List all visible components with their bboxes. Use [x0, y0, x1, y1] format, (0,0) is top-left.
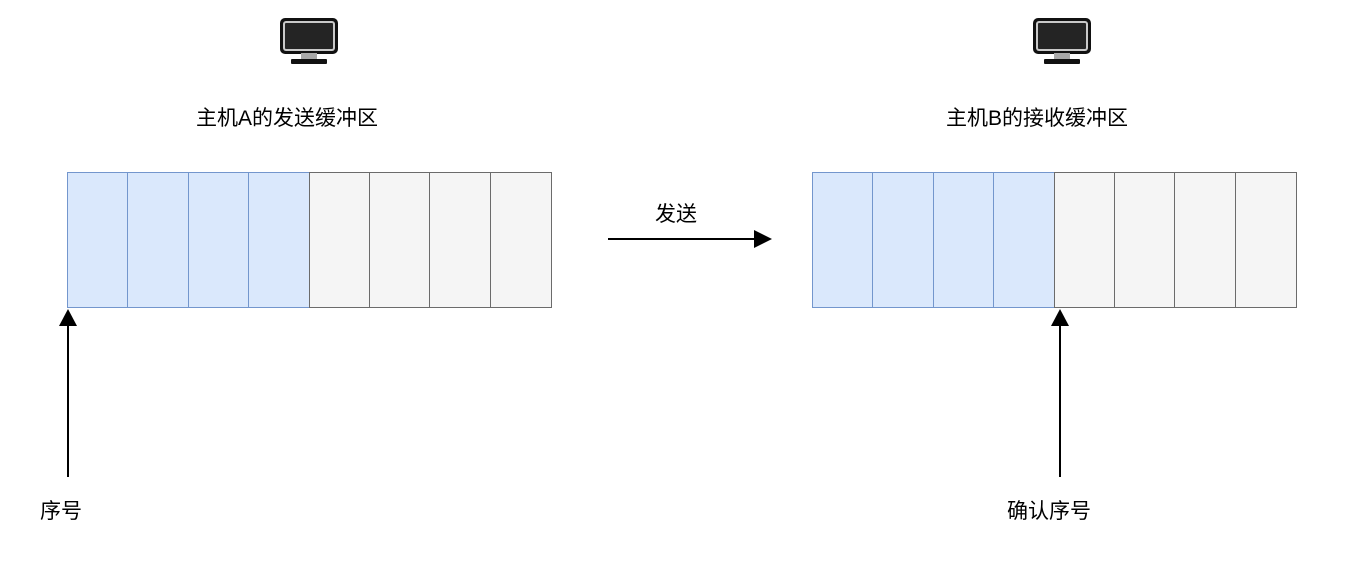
- monitor-screen: [285, 23, 333, 49]
- buffer-cell-filled: [67, 172, 129, 308]
- monitor-bezel: [1036, 21, 1088, 51]
- buffer-cell-filled: [932, 172, 995, 308]
- transfer-arrow-head: [754, 230, 772, 248]
- monitor-icon-host-b: [1033, 18, 1091, 64]
- monitor-screen: [1038, 23, 1086, 49]
- sequence-number-arrow-line: [67, 325, 69, 477]
- buffer-cell-empty: [1114, 172, 1177, 308]
- buffer-cell-empty: [1174, 172, 1237, 308]
- buffer-cell-filled: [187, 172, 250, 308]
- monitor-neck: [1054, 53, 1070, 60]
- buffer-cell-filled: [248, 172, 311, 308]
- buffer-cell-filled: [127, 172, 190, 308]
- receive-buffer-host-b: [812, 172, 1297, 308]
- monitor-neck: [301, 53, 317, 60]
- sequence-number-arrow-head: [59, 309, 77, 326]
- ack-number-arrow-line: [1059, 325, 1061, 477]
- monitor-bezel: [283, 21, 335, 51]
- monitor-base: [291, 59, 327, 64]
- caption-host-a: 主机A的发送缓冲区: [196, 107, 379, 130]
- monitor-frame: [280, 18, 338, 54]
- sequence-number-label: 序号: [40, 500, 82, 523]
- monitor-base: [1044, 59, 1080, 64]
- transfer-label: 发送: [655, 203, 697, 226]
- buffer-cell-filled: [993, 172, 1056, 308]
- buffer-cell-filled: [812, 172, 874, 308]
- ack-number-arrow-head: [1051, 309, 1069, 326]
- buffer-cell-filled: [872, 172, 935, 308]
- monitor-frame: [1033, 18, 1091, 54]
- caption-host-b: 主机B的接收缓冲区: [946, 107, 1129, 130]
- buffer-cell-empty: [369, 172, 432, 308]
- buffer-cell-empty: [1053, 172, 1116, 308]
- buffer-cell-empty: [429, 172, 492, 308]
- buffer-cell-empty: [308, 172, 371, 308]
- ack-number-label: 确认序号: [1007, 500, 1091, 523]
- buffer-cell-empty: [1234, 172, 1297, 308]
- send-buffer-host-a: [67, 172, 552, 308]
- transfer-arrow-line: [608, 238, 756, 240]
- monitor-icon-host-a: [280, 18, 338, 64]
- buffer-cell-empty: [489, 172, 552, 308]
